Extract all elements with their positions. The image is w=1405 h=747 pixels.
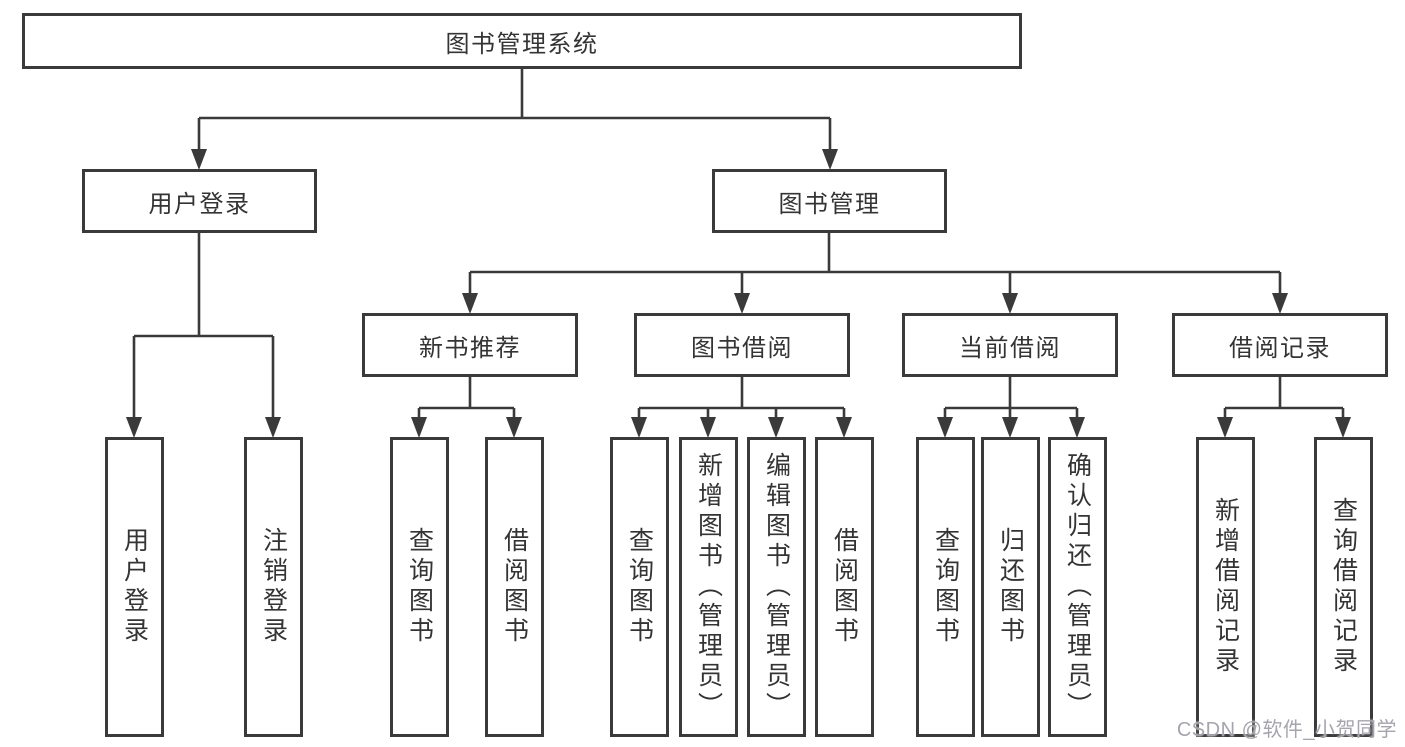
leaf-query-book-borrow: 查询图书: [610, 437, 669, 737]
leaf-confirm-return-admin: 确认归还（管理员）: [1048, 437, 1107, 737]
node-book-management: 图书管理: [712, 169, 947, 233]
leaf-borrow-book-recommend: 借阅图书: [485, 437, 544, 737]
node-book-borrowing: 图书借阅: [634, 313, 850, 377]
leaf-user-login: 用户登录: [105, 437, 164, 737]
leaf-return-book: 归还图书: [981, 437, 1040, 737]
leaf-query-book-recommend: 查询图书: [390, 437, 449, 737]
leaf-add-book-admin: 新增图书（管理员）: [679, 437, 738, 737]
node-user-login: 用户登录: [82, 169, 317, 233]
node-borrowing-records: 借阅记录: [1172, 313, 1388, 377]
node-current-borrowing: 当前借阅: [902, 313, 1118, 377]
node-new-book-recommend: 新书推荐: [362, 313, 578, 377]
leaf-add-borrow-record: 新增借阅记录: [1196, 437, 1255, 737]
leaf-query-borrow-record: 查询借阅记录: [1314, 437, 1373, 737]
leaf-borrow-book: 借阅图书: [815, 437, 874, 737]
leaf-logout: 注销登录: [244, 437, 303, 737]
node-library-management-system: 图书管理系统: [22, 13, 1022, 69]
watermark: CSDN @软件_小贺同学: [1176, 719, 1397, 741]
leaf-query-book-current: 查询图书: [916, 437, 975, 737]
leaf-edit-book-admin: 编辑图书（管理员）: [747, 437, 806, 737]
